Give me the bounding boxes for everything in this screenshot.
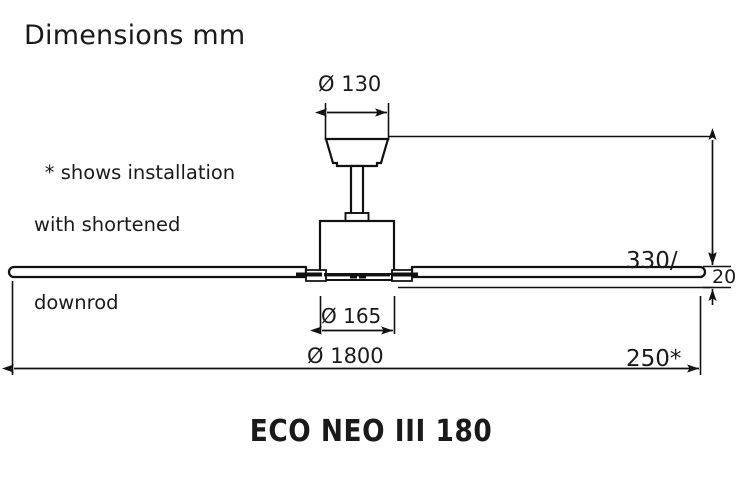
note-line-2: with shortened xyxy=(34,212,181,236)
installation-note: * shows installation with shortened down… xyxy=(20,134,235,367)
dimension-motor-diameter xyxy=(310,296,396,335)
fan-body xyxy=(7,137,707,282)
label-blade-thickness: 20 xyxy=(712,266,737,288)
dimension-blade-thickness xyxy=(703,250,731,305)
note-line-3: downrod xyxy=(34,290,119,314)
page-title: Dimensions mm xyxy=(24,20,246,51)
note-line-1: * shows installation xyxy=(44,160,236,184)
dimension-blade-span xyxy=(2,281,702,375)
label-blade-span: Ø 1800 xyxy=(307,344,384,368)
label-drop-height-line-1: 330/ xyxy=(626,248,678,275)
label-drop-height: 330/ 250* xyxy=(626,180,681,441)
label-canopy-diameter: Ø 130 xyxy=(318,72,382,96)
model-name: ECO NEO III 180 xyxy=(249,414,493,449)
label-drop-height-line-2: 250* xyxy=(626,346,682,373)
label-motor-diameter: Ø 165 xyxy=(321,304,382,328)
dimension-canopy-diameter xyxy=(315,103,390,140)
